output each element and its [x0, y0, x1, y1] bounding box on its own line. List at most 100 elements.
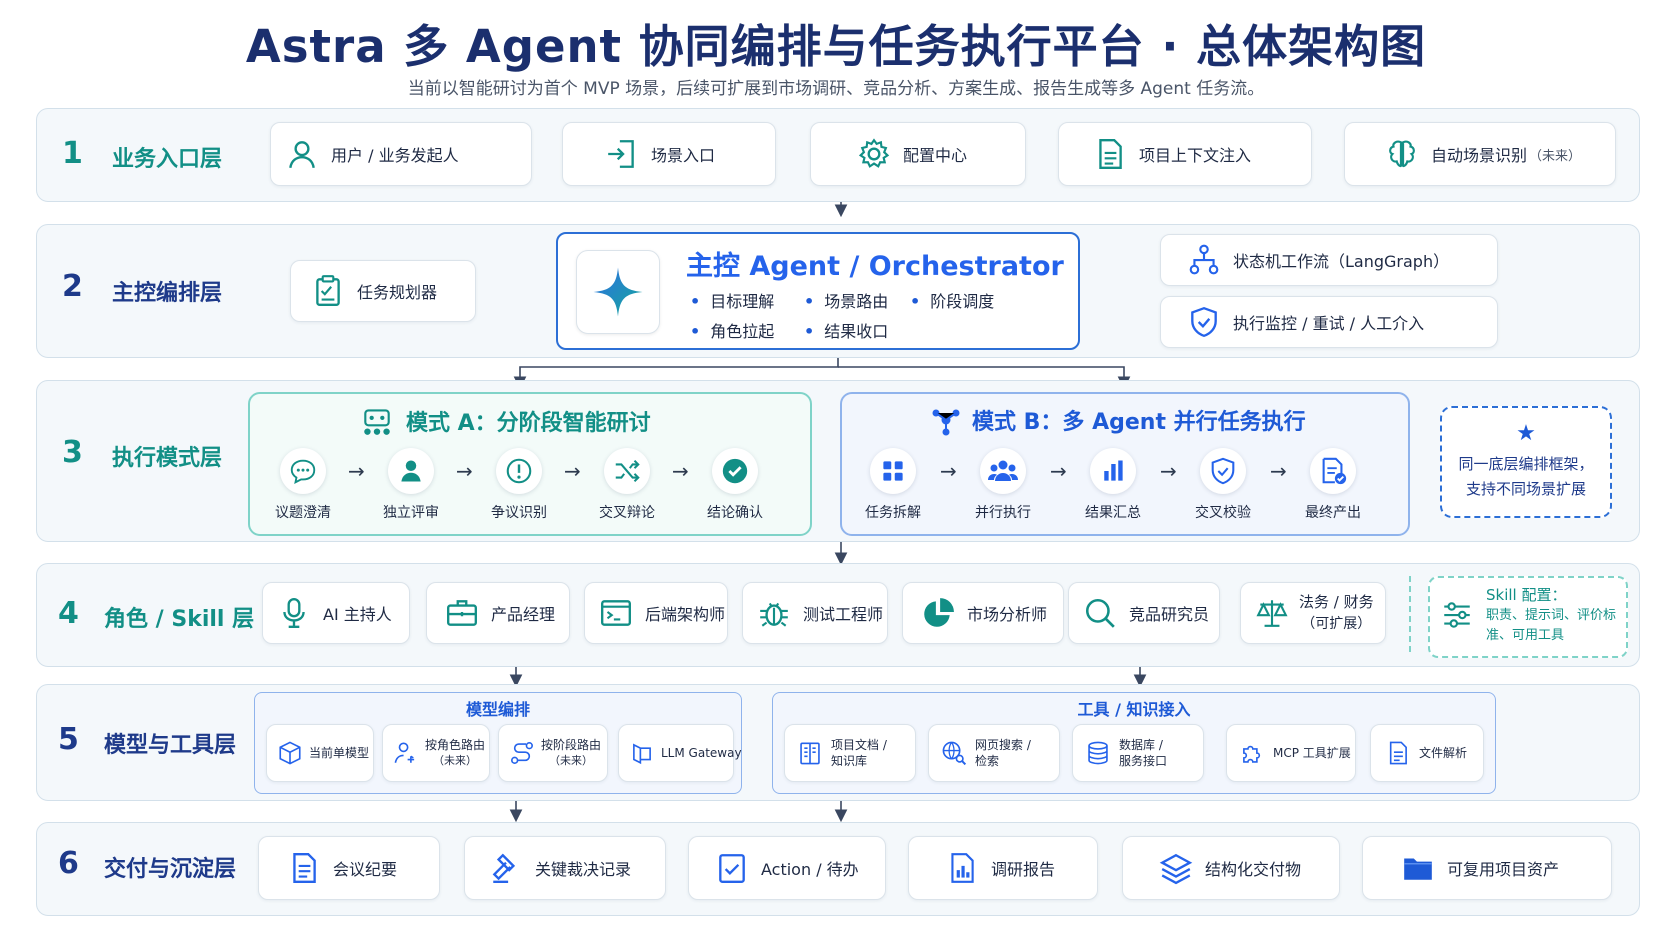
deliver-action-card[interactable]: Action / 待办: [688, 836, 886, 900]
mode-b-step-3[interactable]: 结果汇总: [1068, 448, 1158, 522]
deliver-structured-label: 结构化交付物: [1205, 860, 1302, 879]
tool-docs-card[interactable]: 项目文档 /知识库: [784, 724, 916, 782]
role-tester-card[interactable]: 测试工程师: [742, 582, 888, 644]
framework-note-text: 同一底层编排框架，支持不同场景扩展: [1458, 455, 1594, 498]
mode-a-step-1-label: 议题澄清: [275, 505, 331, 521]
skill-config-desc: 职责、提示词、评价标准、可用工具: [1486, 608, 1617, 643]
pie-icon: [921, 596, 955, 630]
model-stage-route-card[interactable]: 按阶段路由（未来）: [498, 724, 608, 782]
deliver-report-card[interactable]: 调研报告: [908, 836, 1098, 900]
output-icon: [1318, 456, 1348, 486]
deliver-decisions-card[interactable]: 关键裁决记录: [464, 836, 666, 900]
deliver-decisions-label: 关键裁决记录: [535, 860, 632, 879]
mode-b-step-1[interactable]: 任务拆解: [848, 448, 938, 522]
orchestrator-logo: [576, 250, 660, 334]
model-single-card[interactable]: 当前单模型: [266, 724, 374, 782]
entry-auto-scene-note: （未来）: [1529, 148, 1582, 164]
mode-a-step-5-label: 结论确认: [707, 505, 763, 521]
role-market-label: 市场分析师: [967, 605, 1048, 624]
model-gateway-label: LLM Gateway: [661, 746, 742, 760]
role-pm-card[interactable]: 产品经理: [426, 582, 570, 644]
entry-user-label: 用户 / 业务发起人: [331, 146, 459, 165]
orchestrator-bullet-2: 场景路由: [804, 288, 888, 312]
role-competitor-card[interactable]: 竞品研究员: [1068, 582, 1220, 644]
role-host-card[interactable]: AI 主持人: [262, 582, 410, 644]
model-group-title: 模型编排: [465, 700, 530, 719]
tool-mcp-label: MCP 工具扩展: [1273, 746, 1351, 760]
login-icon: [605, 137, 639, 171]
model-role-route-card[interactable]: 按角色路由（未来）: [382, 724, 490, 782]
person-icon: [397, 457, 425, 485]
shield-check-icon: [1208, 456, 1238, 486]
model-gateway-card[interactable]: LLM Gateway: [618, 724, 742, 782]
role-backend-card[interactable]: 后端架构师: [584, 582, 728, 644]
monitor-card[interactable]: 执行监控 / 重试 / 人工介入: [1160, 296, 1498, 348]
scale-icon: [1255, 596, 1289, 630]
mode-a-step-1[interactable]: 议题澄清: [258, 448, 348, 522]
tools-group-title: 工具 / 知识接入: [1077, 700, 1191, 719]
tool-file-card[interactable]: 文件解析: [1370, 724, 1484, 782]
tool-web-label: 网页搜索 /: [975, 738, 1031, 752]
mode-b-step-5[interactable]: 最终产出: [1288, 448, 1378, 522]
mode-b-header: 模式 B：多 Agent 并行任务执行: [930, 404, 1306, 436]
database-icon: [1085, 740, 1111, 766]
robot-icon: [360, 404, 394, 438]
monitor-label: 执行监控 / 重试 / 人工介入: [1233, 314, 1425, 333]
tool-web-card[interactable]: 网页搜索 /检索: [928, 724, 1060, 782]
deliver-minutes-card[interactable]: 会议纪要: [258, 836, 440, 900]
search-icon: [1083, 596, 1117, 630]
model-stage-route-label: 按阶段路由: [541, 738, 602, 752]
mode-b-step-4[interactable]: 交叉校验: [1178, 448, 1268, 522]
deliver-report-label: 调研报告: [991, 860, 1056, 879]
role-host-label: AI 主持人: [323, 605, 392, 624]
mode-a-step-4[interactable]: 交叉辩论: [582, 448, 672, 522]
deliver-structured-card[interactable]: 结构化交付物: [1122, 836, 1340, 900]
shuffle-icon: [612, 456, 642, 486]
mode-a-step-3[interactable]: 争议识别: [474, 448, 564, 522]
mode-b-title: 模式 B：多 Agent 并行任务执行: [972, 410, 1306, 435]
gateway-icon: [629, 740, 655, 766]
file-icon: [1385, 740, 1411, 766]
layer-3-name: 执行模式层: [112, 446, 223, 471]
mode-b-step-1-label: 任务拆解: [865, 505, 921, 521]
route-icon: [509, 740, 535, 766]
role-competitor-label: 竞品研究员: [1129, 605, 1210, 624]
model-role-route-note: （未来）: [433, 754, 477, 767]
tool-mcp-card[interactable]: MCP 工具扩展: [1226, 724, 1356, 782]
task-planner-card[interactable]: 任务规划器: [290, 260, 476, 322]
role-legal-card[interactable]: 法务 / 财务（可扩展）: [1240, 582, 1386, 644]
entry-config-card[interactable]: 配置中心: [810, 122, 1026, 186]
entry-scene-label: 场景入口: [651, 146, 716, 165]
layer-3-number: 3: [62, 435, 83, 470]
task-planner-label: 任务规划器: [357, 283, 438, 302]
state-machine-card[interactable]: 状态机工作流（LangGraph）: [1160, 234, 1498, 286]
entry-auto-scene-card[interactable]: 自动场景识别（未来）: [1344, 122, 1616, 186]
layer-6-name: 交付与沉淀层: [104, 857, 237, 882]
user-icon: [285, 137, 319, 171]
entry-scene-card[interactable]: 场景入口: [562, 122, 776, 186]
role-market-card[interactable]: 市场分析师: [902, 582, 1064, 644]
mode-b-arrow-3: →: [1160, 459, 1177, 483]
mode-a-step-5[interactable]: 结论确认: [690, 448, 780, 522]
mode-a-arrow-3: →: [564, 459, 581, 483]
mic-icon: [277, 596, 311, 630]
tool-db-card[interactable]: 数据库 /服务接口: [1072, 724, 1204, 782]
deliver-assets-card[interactable]: 可复用项目资产: [1362, 836, 1612, 900]
chat-icon: [288, 456, 318, 486]
mode-b-step-2[interactable]: 并行执行: [958, 448, 1048, 522]
role-backend-label: 后端架构师: [645, 605, 726, 624]
deliver-minutes-label: 会议纪要: [333, 860, 398, 879]
entry-user-card[interactable]: 用户 / 业务发起人: [270, 122, 532, 186]
tool-docs-label: 项目文档 /: [831, 738, 887, 752]
puzzle-icon: [1239, 740, 1265, 766]
report-icon: [945, 851, 979, 885]
grid-icon: [879, 457, 907, 485]
mode-a-step-2[interactable]: 独立评审: [366, 448, 456, 522]
briefcase-icon: [445, 596, 479, 630]
tool-db-label: 数据库 /: [1119, 738, 1163, 752]
role-legal-note: （可扩展）: [1301, 616, 1372, 632]
mode-b-arrow-2: →: [1050, 459, 1067, 483]
entry-context-card[interactable]: 项目上下文注入: [1058, 122, 1312, 186]
layer-6-number: 6: [58, 846, 79, 881]
